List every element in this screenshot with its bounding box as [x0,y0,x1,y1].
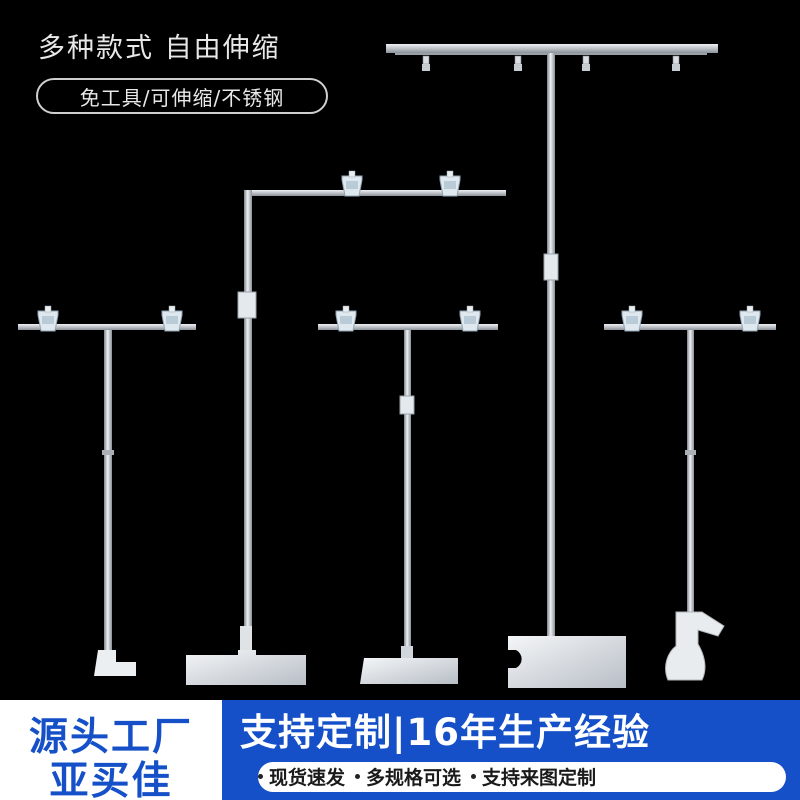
bullet-icon [471,773,477,779]
feature-item: 多规格可选 [345,763,461,790]
feature-pill: 免工具/可伸缩/不锈钢 [36,78,328,114]
tagline: 支持定制|16年生产经验 [240,711,651,754]
headline: 多种款式 自由伸缩 [38,33,281,64]
t-stand-tall-large-base [386,44,718,688]
features-pill [258,762,786,792]
feature-item: 支持来图定制 [461,763,596,790]
t-stand-with-clips-small [18,305,196,676]
t-stand-square-base [318,305,498,684]
product-photos [18,44,776,688]
l-stand-with-clips [186,170,506,685]
feature-pill-text: 免工具/可伸缩/不锈钢 [79,85,285,110]
feature-item: 现货速发 [248,763,345,790]
brand-box: 源头工厂 亚买佳 [0,700,222,800]
features-list: 现货速发 多规格可选 支持来图定制 [248,760,796,792]
bullet-icon [355,773,361,779]
bullet-icon [258,773,263,779]
t-stand-clamp-base [604,305,776,681]
brand-line-1: 源头工厂 [28,715,193,760]
brand-line-2: 亚买佳 [49,759,173,800]
